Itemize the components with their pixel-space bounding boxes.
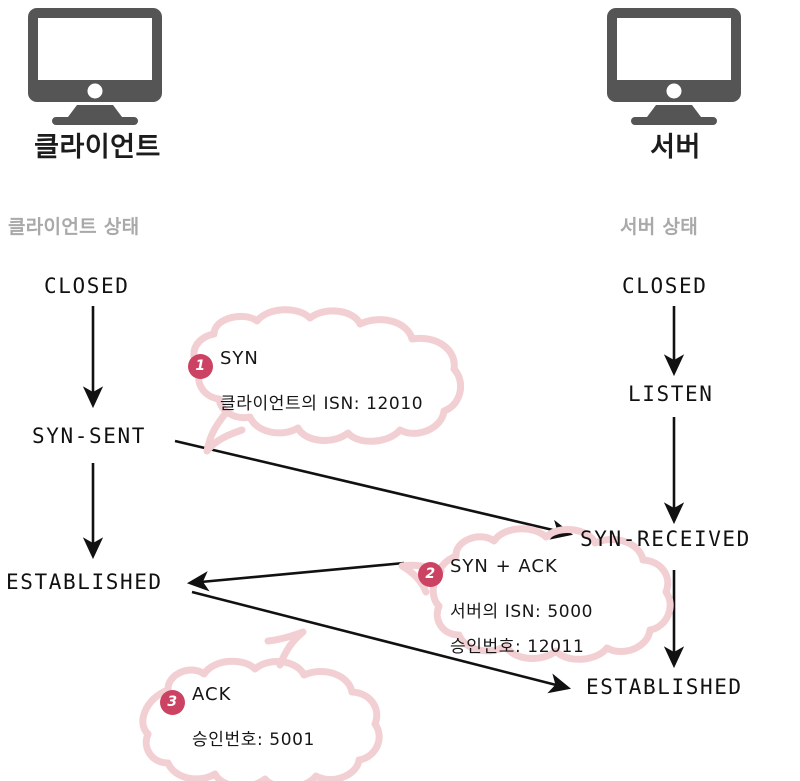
message-2-flag: SYN + ACK [450,556,558,577]
speech-bubble-1 [190,306,465,455]
message-3-header: 3 ACK [160,684,315,715]
client-state-established: ESTABLISHED [6,570,163,594]
message-2-content: 2 SYN + ACK 서버의 ISN: 5000 승인번호: 12011 [418,556,593,657]
message-3-content: 3 ACK 승인번호: 5001 [160,684,315,750]
message-arrows [174,439,574,694]
message-1-content: 1 SYN 클라이언트의 ISN: 12010 [188,348,423,414]
client-state-column-heading: 클라이언트 상태 [8,216,140,238]
server-state-established: ESTABLISHED [586,675,743,699]
client-state-closed: CLOSED [44,274,130,298]
message-1-header: 1 SYN [188,348,423,379]
step-badge-3: 3 [160,689,185,715]
client-endpoint-label: 클라이언트 [34,132,161,163]
server-state-column-heading: 서버 상태 [620,216,699,238]
message-3-flag: ACK [192,684,232,705]
message-2-header: 2 SYN + ACK [418,556,593,587]
speech-bubble-3 [139,628,383,781]
server-endpoint-label: 서버 [650,132,701,163]
client-state-syn-sent: SYN-SENT [32,424,146,448]
message-3-detail: 승인번호: 5001 [192,729,315,750]
arrow-msg-1-syn [174,439,574,540]
message-2-detail-isn: 서버의 ISN: 5000 [450,601,594,622]
step-badge-1: 1 [188,353,213,379]
arrow-msg-3-ack [191,590,572,694]
message-1-flag: SYN [220,348,259,369]
client-monitor-icon [28,8,162,125]
server-state-syn-received: SYN-RECEIVED [580,527,751,551]
server-monitor-icon [607,8,741,125]
server-state-listen: LISTEN [628,382,714,406]
arrow-msg-2-synack [186,561,405,592]
message-2-detail-ack: 승인번호: 12011 [450,636,585,657]
step-badge-2: 2 [418,561,443,587]
message-1-detail: 클라이언트의 ISN: 12010 [220,393,424,414]
server-state-closed: CLOSED [622,274,708,298]
